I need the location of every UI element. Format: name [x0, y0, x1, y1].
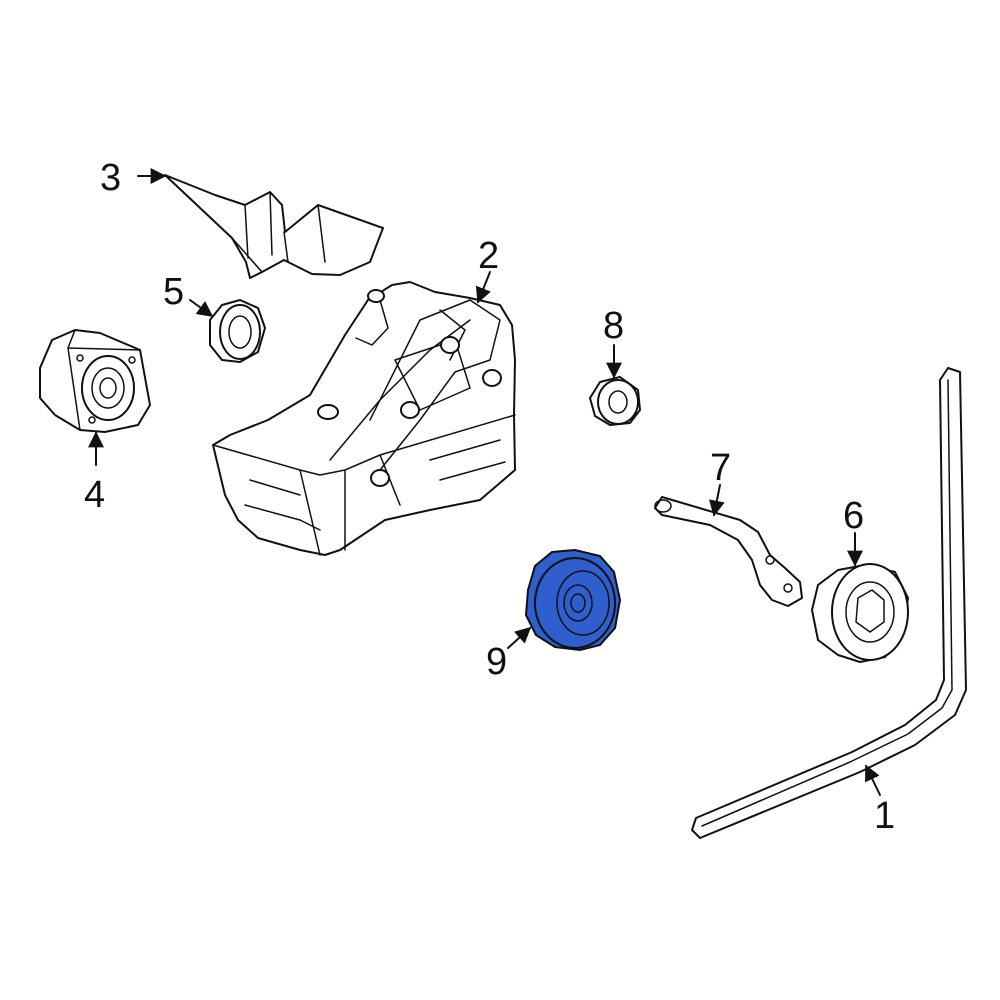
- callout-6: 6: [843, 495, 864, 537]
- leader-5: [189, 299, 214, 317]
- leader-9: [507, 626, 532, 649]
- leader-2: [475, 271, 491, 304]
- part-8-bearing[interactable]: [589, 376, 641, 426]
- part-4-pulley-housing[interactable]: [39, 329, 151, 433]
- callout-9: 9: [486, 641, 507, 683]
- leader-1: [865, 764, 881, 796]
- callout-3: 3: [100, 157, 121, 199]
- callout-5: 5: [163, 271, 184, 313]
- part-6-idler-pulley[interactable]: [811, 563, 909, 663]
- callout-leaders: [88, 168, 881, 796]
- leader-7: [708, 484, 725, 517]
- part-9-pulley-highlighted[interactable]: [524, 548, 622, 652]
- part-7-tensioner-arm[interactable]: [654, 496, 803, 607]
- callout-8: 8: [603, 305, 624, 347]
- callout-4: 4: [84, 474, 105, 516]
- part-2-mount-bracket[interactable]: [212, 281, 516, 556]
- callout-numbers: 3 2 5 4 8 7 6 9 1: [84, 157, 895, 837]
- part-1-belt[interactable]: [691, 367, 967, 839]
- callout-2: 2: [478, 235, 499, 277]
- part-3-bracket[interactable]: [164, 174, 384, 279]
- callout-7: 7: [710, 447, 731, 489]
- callout-1: 1: [874, 795, 895, 837]
- part-5-bushing[interactable]: [209, 299, 266, 363]
